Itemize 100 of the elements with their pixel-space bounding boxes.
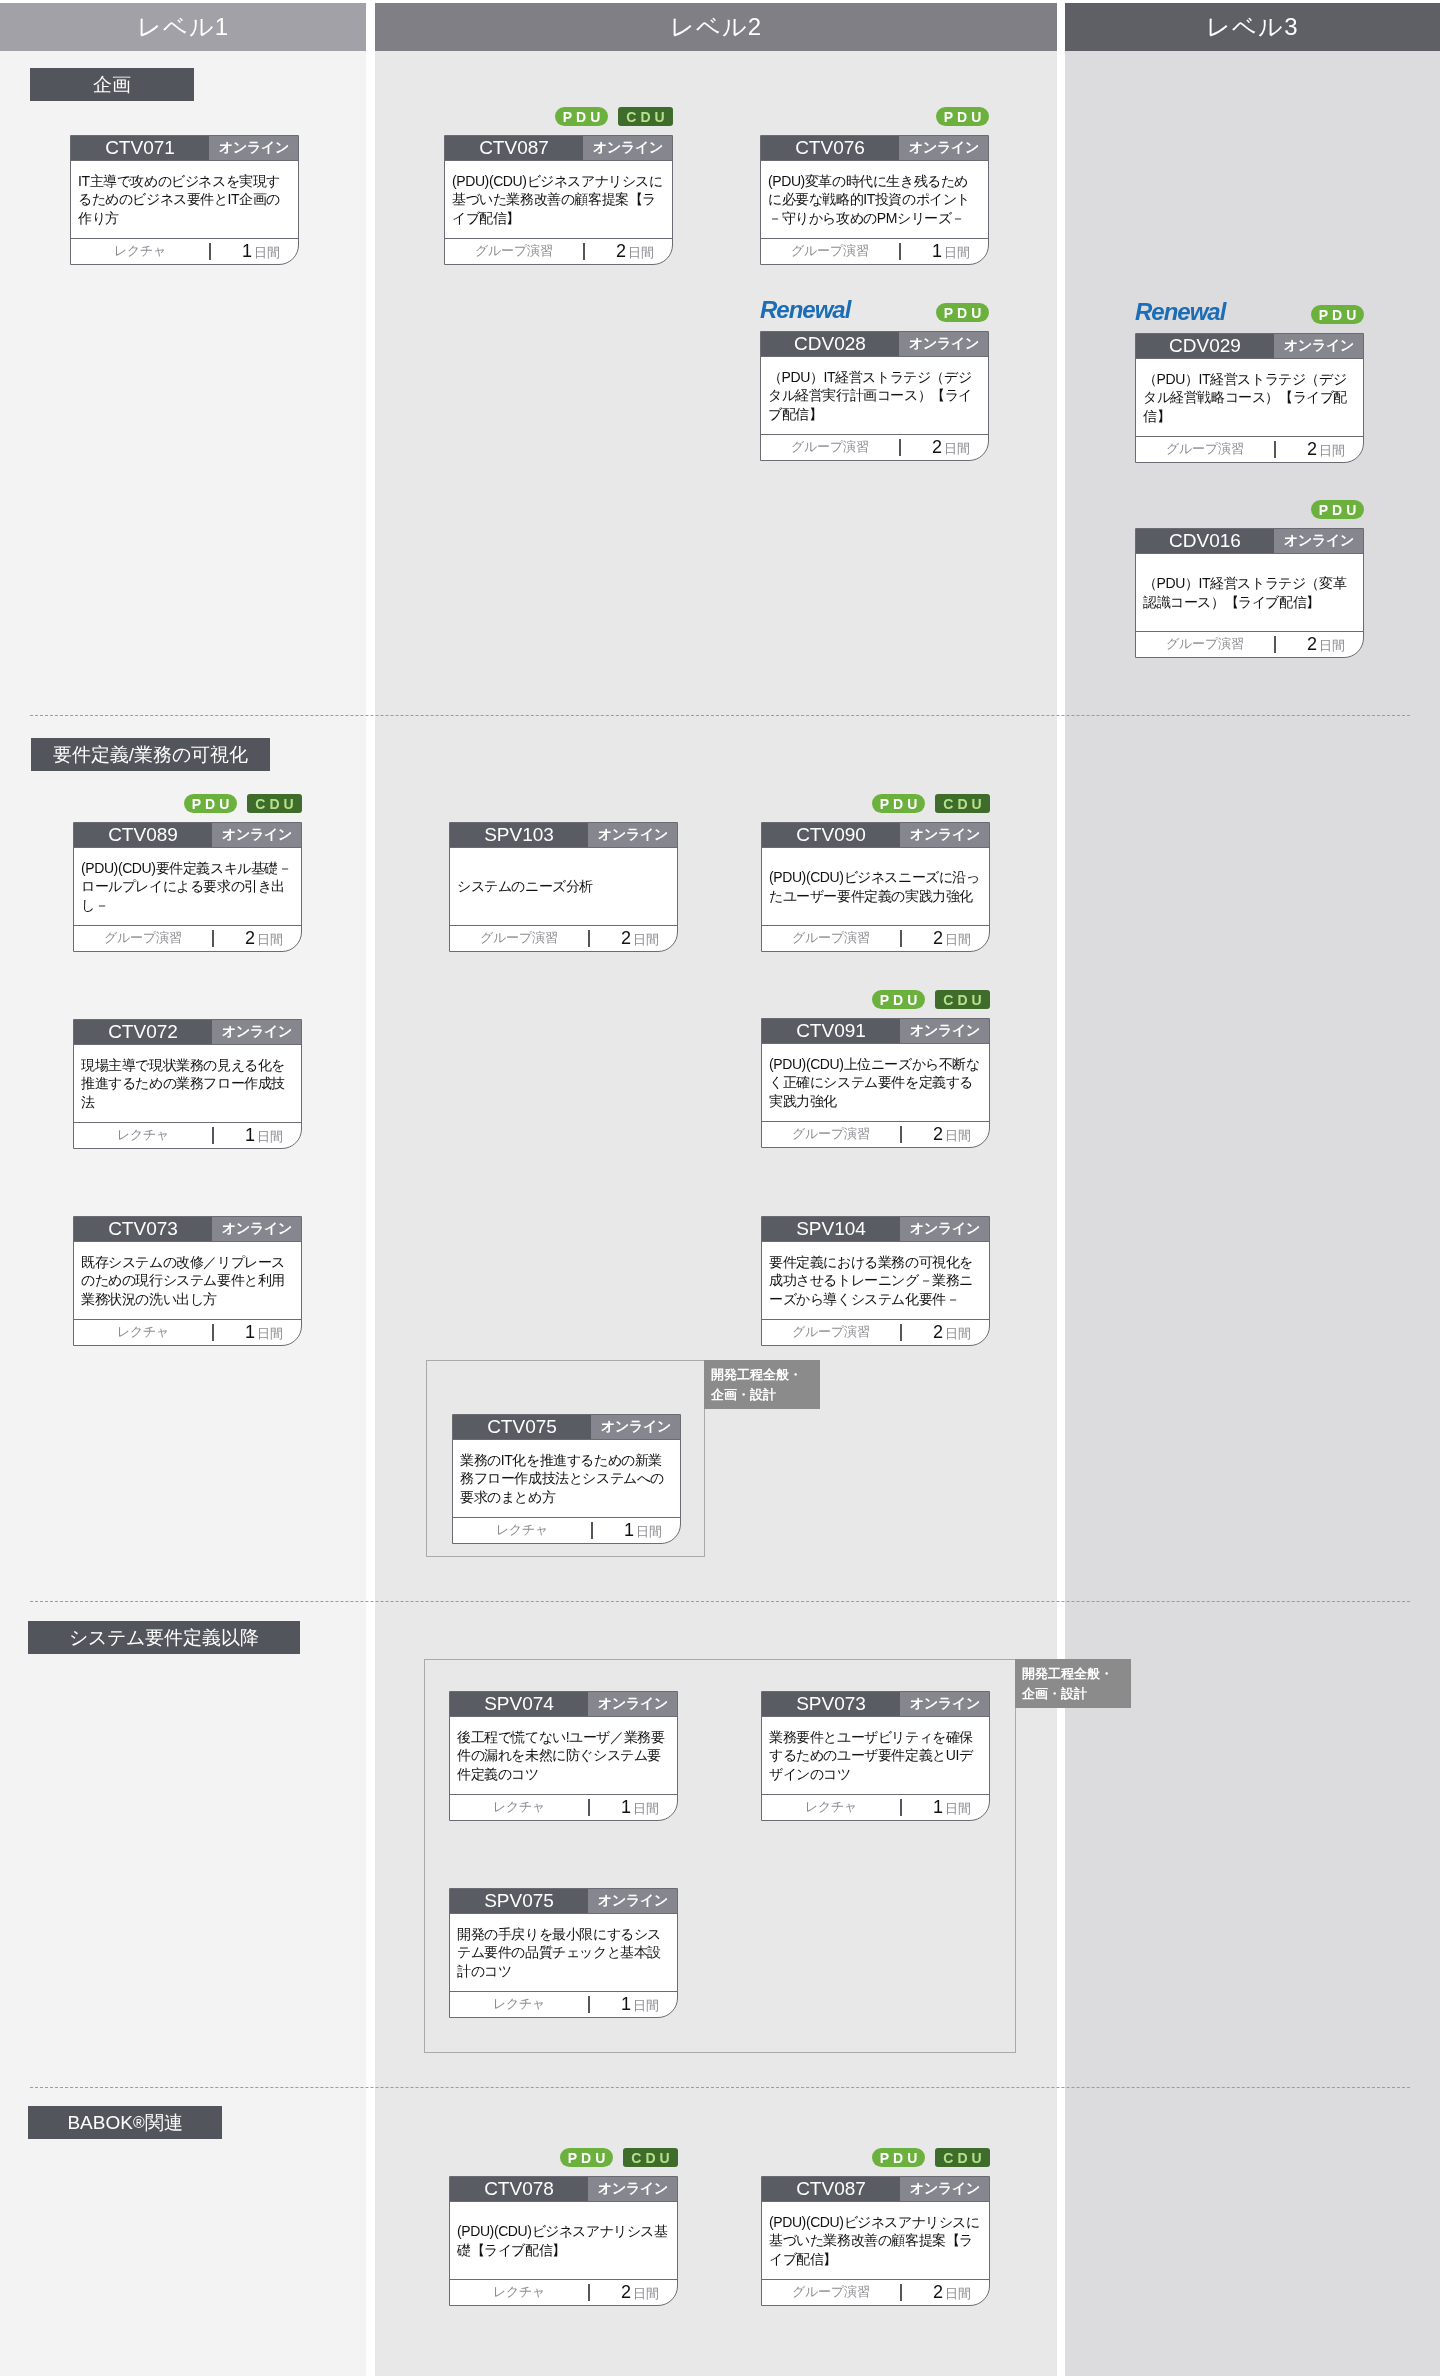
- section-label: 要件定義/業務の可視化: [31, 738, 270, 771]
- course-card: [70, 135, 299, 265]
- delivery-mode-tag: オンライン: [1274, 529, 1363, 553]
- course-title: 要件定義における業務の可視化を成功させるトレーニング－業務ニーズから導くシステム化要件－: [769, 1253, 974, 1308]
- column-header: レベル2: [375, 3, 1057, 51]
- course-code: CDV016: [1136, 529, 1274, 553]
- course-title: 既存システムの改修／リプレースのための現行システム要件と利用業務状況の洗い出し方: [81, 1253, 286, 1308]
- course-format: グループ演習: [1166, 635, 1244, 653]
- delivery-mode-tag: オンライン: [588, 2177, 677, 2201]
- credit-badge: CDU: [618, 107, 673, 126]
- course-title: (PDU)(CDU)ビジネスニーズに沿ったユーザー要件定義の実践力強化: [769, 868, 981, 905]
- course-card: [760, 331, 989, 461]
- course-code: CTV087: [762, 2177, 900, 2201]
- course-title: IT主導で攻めのビジネスを実現するためのビジネス要件とIT企画の作り方: [78, 172, 282, 227]
- delivery-mode-tag: オンライン: [900, 1217, 989, 1241]
- course-title: (PDU)変革の時代に生き残るために必要な戦略的IT投資のポイント－守りから攻めのPMシリーズ－: [768, 172, 972, 227]
- course-format: レクチャ: [117, 1323, 169, 1341]
- delivery-mode-tag: オンライン: [591, 1415, 680, 1439]
- course-code: CTV089: [74, 823, 212, 847]
- credit-badge: PDU: [936, 303, 989, 322]
- delivery-mode-tag: オンライン: [212, 1217, 301, 1241]
- course-card: [449, 1888, 678, 2018]
- course-card: [761, 1216, 990, 1346]
- course-title: 業務要件とユーザビリティを確保するためのユーザ要件定義とUIデザインのコツ: [769, 1728, 975, 1783]
- course-title: (PDU)(CDU)上位ニーズから不断なく正確にシステム要件を定義する実践力強化: [769, 1055, 981, 1110]
- delivery-mode-tag: オンライン: [212, 1020, 301, 1044]
- course-title: 業務のIT化を推進するための新業務フロー作成技法とシステムへの要求のまとめ方: [460, 1451, 665, 1506]
- course-format: グループ演習: [104, 929, 182, 947]
- course-card: [73, 1019, 302, 1149]
- course-card: [1135, 528, 1364, 658]
- delivery-mode-tag: オンライン: [209, 136, 298, 160]
- course-code: SPV075: [450, 1889, 588, 1913]
- delivery-mode-tag: オンライン: [900, 2177, 989, 2201]
- credit-badge: CDU: [935, 990, 990, 1009]
- course-code: CDV029: [1136, 334, 1274, 358]
- course-card: [761, 822, 990, 952]
- credit-badge: PDU: [1311, 305, 1364, 324]
- course-format: グループ演習: [1166, 440, 1244, 458]
- column-header: レベル1: [0, 3, 366, 51]
- credit-badge: CDU: [247, 794, 302, 813]
- course-code: CTV090: [762, 823, 900, 847]
- credit-badge: PDU: [560, 2148, 613, 2167]
- course-code: CTV078: [450, 2177, 588, 2201]
- course-format: グループ演習: [480, 929, 558, 947]
- course-code: CTV071: [71, 136, 209, 160]
- credit-badge: CDU: [935, 2148, 990, 2167]
- category-tag: 開発工程全般・企画・設計: [704, 1360, 820, 1409]
- course-format: レクチャ: [117, 1126, 169, 1144]
- course-format: グループ演習: [792, 929, 870, 947]
- credit-badge: PDU: [872, 2148, 925, 2167]
- course-title: （PDU）IT経営ストラテジ（変革認識コース）【ライブ配信】: [1143, 574, 1348, 611]
- course-card: [449, 1691, 678, 1821]
- course-code: SPV104: [762, 1217, 900, 1241]
- course-format: レクチャ: [805, 1798, 857, 1816]
- course-title: 後工程で慌てない!ユーザ／業務要件の漏れを未然に防ぐシステム要件定義のコツ: [457, 1728, 666, 1783]
- course-format: グループ演習: [792, 2283, 870, 2301]
- column-header: レベル3: [1065, 3, 1440, 51]
- delivery-mode-tag: オンライン: [583, 136, 672, 160]
- course-card: [761, 1691, 990, 1821]
- course-code: CTV091: [762, 1019, 900, 1043]
- delivery-mode-tag: オンライン: [588, 1692, 677, 1716]
- course-format: レクチャ: [496, 1521, 548, 1539]
- course-card: [444, 135, 673, 265]
- course-title: 開発の手戻りを最小限にするシステム要件の品質チェックと基本設計のコツ: [457, 1925, 662, 1980]
- course-title: システムのニーズ分析: [457, 877, 593, 896]
- credit-badge: PDU: [555, 107, 608, 126]
- credit-badge: CDU: [935, 794, 990, 813]
- course-code: CTV076: [761, 136, 899, 160]
- status-label: Renewal: [760, 297, 851, 323]
- section-label: システム要件定義以降: [28, 1621, 300, 1654]
- course-title: （PDU）IT経営ストラテジ（デジタル経営戦略コース）【ライブ配信】: [1143, 370, 1348, 425]
- section-label: 企画: [30, 68, 194, 101]
- course-code: SPV103: [450, 823, 588, 847]
- delivery-mode-tag: オンライン: [588, 823, 677, 847]
- credit-badge: PDU: [872, 990, 925, 1009]
- delivery-mode-tag: オンライン: [900, 1692, 989, 1716]
- delivery-mode-tag: オンライン: [900, 823, 989, 847]
- course-format: グループ演習: [791, 242, 869, 260]
- delivery-mode-tag: オンライン: [588, 1889, 677, 1913]
- course-card: [1135, 333, 1364, 463]
- course-card: [449, 822, 678, 952]
- level-column: [0, 3, 366, 2376]
- credit-badge: PDU: [872, 794, 925, 813]
- course-card: [761, 1018, 990, 1148]
- course-format: グループ演習: [791, 438, 869, 456]
- delivery-mode-tag: オンライン: [212, 823, 301, 847]
- course-card: [761, 2176, 990, 2306]
- course-code: CTV087: [445, 136, 583, 160]
- delivery-mode-tag: オンライン: [900, 1019, 989, 1043]
- course-format: レクチャ: [493, 2283, 545, 2301]
- course-code: SPV074: [450, 1692, 588, 1716]
- course-format: グループ演習: [475, 242, 553, 260]
- course-code: CTV072: [74, 1020, 212, 1044]
- course-format: グループ演習: [792, 1323, 870, 1341]
- delivery-mode-tag: オンライン: [1274, 334, 1363, 358]
- course-title: (PDU)(CDU)ビジネスアナリシスに基づいた業務改善の顧客提案【ライブ配信】: [452, 172, 664, 227]
- course-card: [73, 822, 302, 952]
- course-title: （PDU）IT経営ストラテジ（デジタル経営実行計画コース）【ライブ配信】: [768, 368, 973, 423]
- course-code: CDV028: [761, 332, 899, 356]
- credit-badge: PDU: [1311, 500, 1364, 519]
